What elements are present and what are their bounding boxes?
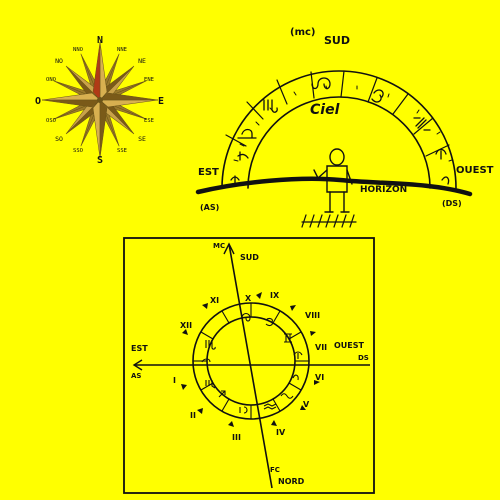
chart-label-ds: DS [358,354,369,362]
house-label-11: XI [210,296,219,305]
sky-label-ds: (DS) [442,199,462,208]
compass-label-sse: SSE [117,148,127,154]
sky-arch-illustration [195,70,473,228]
house-label-2: II [190,411,196,420]
compass-label-nne: NNE [117,47,127,53]
compass-label-no: NO [55,57,63,65]
zodiac-band-outer [221,70,457,189]
chart-label-nord: NORD [278,477,305,486]
chart-zodiac-glyphs [200,312,303,414]
compass-label-se: SE [138,135,146,143]
chart-glyph-libra [200,358,212,366]
chart-label-as: AS [131,372,141,380]
ground-hatching [301,214,357,228]
compass-label-n: N [97,35,103,46]
compass-label-ne: NE [138,57,146,65]
sky-label-horizon: HORIZON [360,185,407,195]
observer-figure [313,148,353,213]
compass-north-needle [92,41,101,101]
zodiac-glyph-leo [311,77,331,90]
chart-glyph-gemini [284,333,292,343]
house-label-1: I [173,376,176,385]
chart-glyph-aries [292,374,299,381]
compass-label-e: E [158,96,164,107]
compass-rose [41,41,159,159]
chart-labels: MC SUD EST AS OUEST DS FC NORD I II III … [131,242,369,486]
meridian-axis [228,243,273,489]
zodiac-glyph-libra [237,128,257,139]
zodiac-glyph-cancer [371,89,384,103]
zodiac-band-inner [247,96,431,189]
zodiac-glyph-2 [237,151,249,161]
chart-glyph-sagittarius [218,390,226,398]
chart-label-est: EST [131,344,148,353]
house-cusp-markers [181,292,320,427]
chart-glyph-aquarius [263,403,277,410]
chart-label-sud: SUD [240,253,259,262]
house-label-6: VI [315,373,324,382]
house-label-9: IX [270,291,280,300]
compass-label-so: SO [55,135,63,143]
compass-label-ono: ONO [46,77,56,83]
chart-glyph-leo [241,312,251,322]
compass-label-ene: ENE [144,77,154,83]
compass-label-o: O [35,96,41,107]
sky-label-ouest: OUEST [456,165,494,176]
compass-label-sso: SSO [73,148,83,154]
house-label-8: VIII [305,311,320,320]
zodiac-glyph-aries [441,176,450,185]
house-label-3: III [232,433,241,442]
compass-labels: N S E O NNE NE ENE ESE SE SSE SSO SO OSO… [35,35,164,166]
horizon-line [195,176,473,197]
house-label-5: V [303,400,310,409]
compass-label-s: S [97,155,103,166]
sky-label-as: (AS) [200,203,219,212]
chart-label-ouest: OUEST [334,341,365,350]
zodiac-ring-divisions [193,303,309,419]
zodiac-glyph-virgo [263,99,278,113]
chart-glyph-taurus [293,351,303,359]
zodiac-glyph-gemini [413,117,431,131]
horizon-axis-arrow [132,359,143,371]
chart-glyph-cancer [265,317,273,327]
house-label-12: XII [180,321,192,330]
chart-frame [123,237,375,494]
zodiac-glyphs [230,77,450,185]
compass-label-ese: ESE [144,118,154,124]
horoscope-chart [123,237,375,494]
zodiac-ring-inner [206,316,296,406]
house-label-4: IV [276,428,286,437]
sky-label-sud: SUD [324,34,350,47]
sky-label-est: EST [198,167,219,178]
chart-label-mc: MC [213,242,225,250]
compass-label-oso: OSO [46,118,56,124]
sky-label-ciel: Ciel [310,102,340,118]
chart-glyph-scorpio [205,380,216,389]
zodiac-band-divisions [225,70,450,157]
chart-label-fc: FC [270,466,280,474]
chart-glyph-pisces [280,393,294,399]
meridian-axis-arrow [223,242,235,255]
chart-glyph-virgo [205,340,216,350]
compass-label-nno: NNO [73,47,83,53]
zodiac-glyph-taurus [435,148,447,160]
sky-labels: (mc) SUD Ciel EST OUEST HORIZON (AS) (DS… [198,27,494,212]
house-label-7: VII [315,343,327,352]
sky-label-mc: (mc) [290,27,316,38]
house-label-10: X [245,294,252,303]
chart-glyph-capricorn [239,406,248,414]
